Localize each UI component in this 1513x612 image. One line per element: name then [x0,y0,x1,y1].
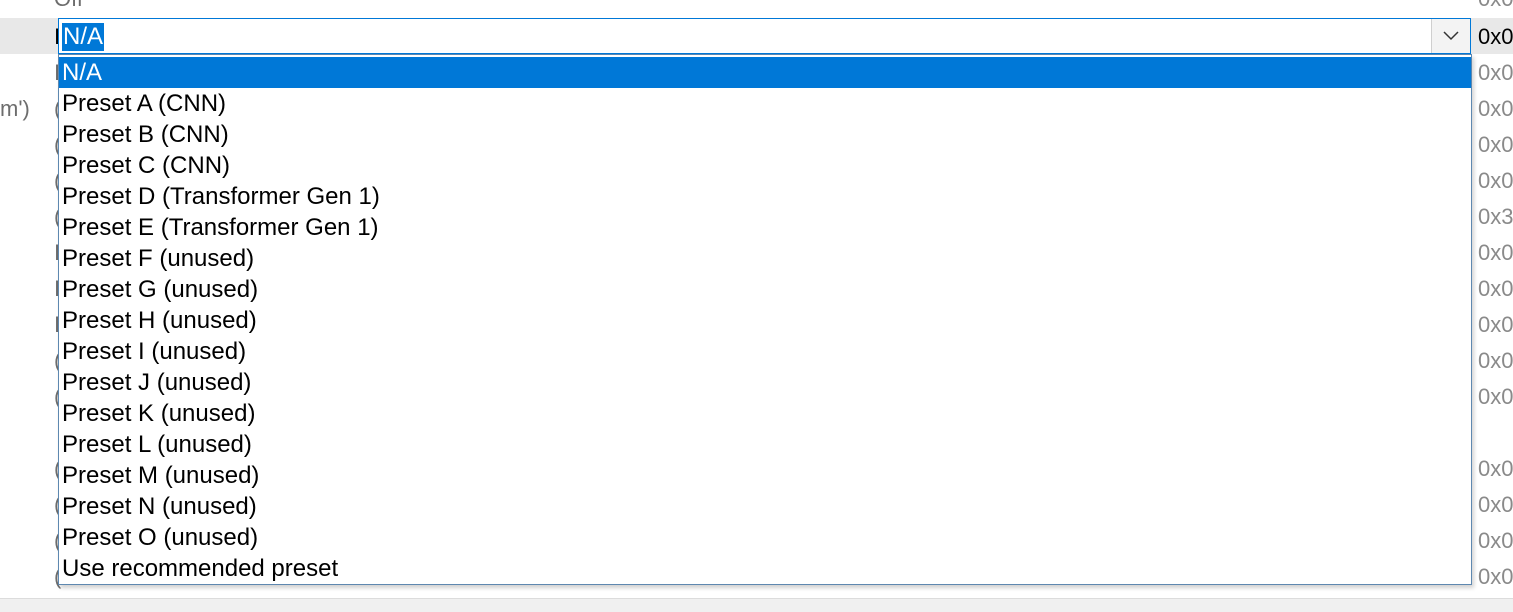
dropdown-option-preset-d[interactable]: Preset D (Transformer Gen 1) [62,183,380,210]
row-fragment: ( [54,456,61,482]
row-fragment: I [54,60,60,86]
background-label-top: Off [54,0,83,12]
dropdown-option-preset-f[interactable]: Preset F (unused) [62,245,255,272]
dropdown-option-preset-g[interactable]: Preset G (unused) [62,276,259,303]
hex-value: 0x0 [1478,60,1513,85]
hex-value: 0x0 [1478,528,1513,553]
dropdown-option-preset-k[interactable]: Preset K (unused) [62,400,256,427]
dropdown-option-preset-a[interactable]: Preset A (CNN) [62,90,227,117]
preset-combobox[interactable]: N/A [58,18,1471,54]
hex-value: 0x0 [1478,492,1513,517]
hex-value: 0x3 [1478,204,1513,229]
side-text: m') [0,96,30,121]
dropdown-option-preset-o[interactable]: Preset O (unused) [62,524,259,551]
row-fragment: I [54,312,60,338]
hex-value-top: 0x0 [1478,0,1513,12]
hex-value: 0x0 [1478,564,1513,589]
hex-value: 0x0 [1478,384,1513,409]
hex-value: 0x0 [1478,312,1513,337]
row-fragment: ( [54,132,61,158]
dropdown-arrow-button[interactable] [1431,19,1470,53]
row-fragment: ( [54,168,61,194]
bottom-scroll-area[interactable] [0,598,1513,612]
hex-value: 0x0 [1478,456,1513,481]
preset-dropdown-list[interactable]: N/A Preset A (CNN) Preset B (CNN) Preset… [58,54,1472,585]
row-fragment: ( [54,384,61,410]
dropdown-option-preset-n[interactable]: Preset N (unused) [62,493,257,520]
row-fragment: ( [54,492,61,518]
row-fragment: I [54,276,60,302]
row-fragment: I [54,240,60,266]
combo-hex-value: 0x0 [1478,24,1513,49]
dropdown-option-preset-i[interactable]: Preset I (unused) [62,338,247,365]
dropdown-option-preset-j[interactable]: Preset J (unused) [62,369,252,396]
hex-value: 0x0 [1478,96,1513,121]
hex-value: 0x0 [1478,168,1513,193]
dropdown-option-preset-h[interactable]: Preset H (unused) [62,307,257,334]
dropdown-option-na[interactable]: N/A [59,57,1471,88]
row-label-fragment: I [54,24,60,50]
hex-value: 0x0 [1478,240,1513,265]
row-fragment: ( [54,348,61,374]
dropdown-option-use-recommended[interactable]: Use recommended preset [62,555,339,582]
chevron-down-icon [1443,31,1459,41]
combobox-value[interactable]: N/A [62,23,105,51]
hex-value: 0x0 [1478,276,1513,301]
row-fragment: ( [54,204,61,230]
dropdown-option-preset-c[interactable]: Preset C (CNN) [62,152,231,179]
dropdown-option-preset-m[interactable]: Preset M (unused) [62,462,260,489]
hex-value: 0x0 [1478,132,1513,157]
dropdown-option-preset-b[interactable]: Preset B (CNN) [62,121,229,148]
hex-value: 0x0 [1478,348,1513,373]
row-fragment: ( [54,528,61,554]
row-fragment: ( [54,96,61,122]
dropdown-option-preset-e[interactable]: Preset E (Transformer Gen 1) [62,214,379,241]
row-fragment: ( [54,564,61,590]
dropdown-option-preset-l[interactable]: Preset L (unused) [62,431,252,458]
